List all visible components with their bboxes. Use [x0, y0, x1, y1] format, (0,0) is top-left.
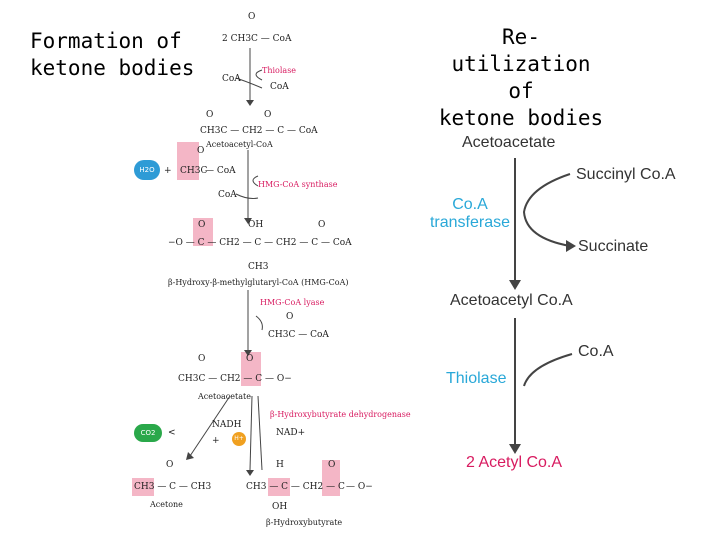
hydroxybutyrate-highlight: [322, 460, 340, 496]
acetyl-dash-coa: — CoA: [205, 166, 236, 176]
co2-arrow: <: [168, 428, 176, 438]
hmg-highlight: [193, 218, 213, 246]
hydroxybutyrate-formula: CH3 — C — CH2 — C: [246, 482, 345, 492]
right-succinyl-coa: Succinyl Co.A: [576, 166, 676, 183]
right-title-line-3: ketone bodies: [438, 106, 604, 130]
acac-coa-o2: O: [264, 110, 272, 120]
right-acetoacetyl-coa: Acetoacetyl Co.A: [450, 292, 573, 309]
synthase-coa-out: CoA: [218, 190, 237, 200]
acetoacetate-formula: CH3C — CH2 — C — O−: [178, 374, 292, 384]
acetoacetyl-coa-label: Acetoacetyl-CoA: [206, 140, 273, 149]
co2-label: CO2: [140, 429, 156, 437]
hb-oh: OH: [272, 502, 288, 512]
hmg-o1: O: [198, 220, 206, 230]
lyase-product: CH3C — CoA: [268, 330, 329, 340]
acetone-label: Acetone: [150, 500, 183, 509]
start-o: O: [248, 12, 256, 22]
left-title-line-2: ketone bodies: [30, 56, 195, 80]
coa-transferase-line-2: transferase: [429, 214, 511, 231]
right-succinate: Succinate: [578, 238, 649, 255]
right-title-line-1: Re-utilization: [451, 25, 591, 76]
hb-h: H: [276, 460, 284, 470]
acac-o1: O: [198, 354, 206, 364]
left-title-line-1: Formation of: [30, 29, 182, 53]
hydroxybutyrate-label: β-Hydroxybutyrate: [266, 518, 343, 527]
acetone-formula: CH3 — C — CH3: [134, 482, 212, 492]
nadh-label: NADH: [212, 420, 242, 430]
acetone-o: O: [166, 460, 174, 470]
right-title-line-2: of: [508, 79, 534, 103]
oh-highlight: [268, 478, 290, 496]
dehydrogenase-enzyme: β-Hydroxybutyrate dehydrogenase: [270, 410, 411, 419]
hmg-coa-label: β-Hydroxy-β-methylglutaryl-CoA (HMG-CoA): [168, 278, 349, 287]
lyase-o: O: [286, 312, 294, 322]
h-plus-label: H+: [234, 435, 244, 442]
right-coa: Co.A: [578, 343, 614, 360]
acetone-highlight: [132, 478, 154, 496]
hb-o-minus: — O−: [346, 482, 373, 492]
hmg-coa-synthase-enzyme: HMG-CoA synthase: [258, 180, 338, 189]
h-plus-sign: +: [212, 436, 220, 446]
h2o-molecule: H2O: [134, 160, 160, 180]
hmg-coa-lyase-enzyme: HMG-CoA lyase: [260, 298, 325, 307]
thiolase-enzyme: Thiolase: [262, 66, 297, 75]
acetyl-highlight: [177, 142, 199, 180]
acetoacetyl-coa-formula: CH3C — CH2 — C — CoA: [200, 126, 318, 136]
coa-transferase-line-1: Co.A: [452, 196, 488, 213]
thiolase-coa-out: CoA: [222, 74, 241, 84]
right-acetyl-coa: 2 Acetyl Co.A: [466, 454, 563, 471]
h-plus-molecule: H+: [232, 432, 246, 446]
coa-transferase: Co.A transferase: [428, 196, 512, 232]
hmg-coa-formula: −O — C — CH2 — C — CH2 — C — CoA: [168, 238, 352, 248]
right-title: Re-utilization of ketone bodies: [436, 24, 606, 132]
acac-coa-o1: O: [206, 110, 214, 120]
right-thiolase: Thiolase: [446, 370, 507, 387]
acac-o2: O: [246, 354, 254, 364]
co2-molecule: CO2: [134, 424, 162, 442]
h2o-label: H2O: [139, 166, 155, 174]
right-acetoacetate: Acetoacetate: [462, 134, 556, 151]
acetoacetate-label: Acetoacetate: [198, 392, 251, 401]
plus-sign: +: [164, 166, 172, 176]
thiolase-coa-in: CoA: [270, 82, 289, 92]
hmg-ch3: CH3: [248, 262, 269, 272]
start-acetyl-coa: 2 CH3C — CoA: [222, 34, 292, 44]
left-title: Formation of ketone bodies: [30, 28, 194, 82]
acetyl-group: CH3C: [180, 166, 208, 176]
nad-label: NAD+: [276, 428, 306, 438]
acetyl-o: O: [197, 146, 205, 156]
hmg-oh: OH: [248, 220, 264, 230]
hmg-o2: O: [318, 220, 326, 230]
acetoacetate-highlight: [241, 352, 261, 386]
hb-o1: O: [328, 460, 336, 470]
